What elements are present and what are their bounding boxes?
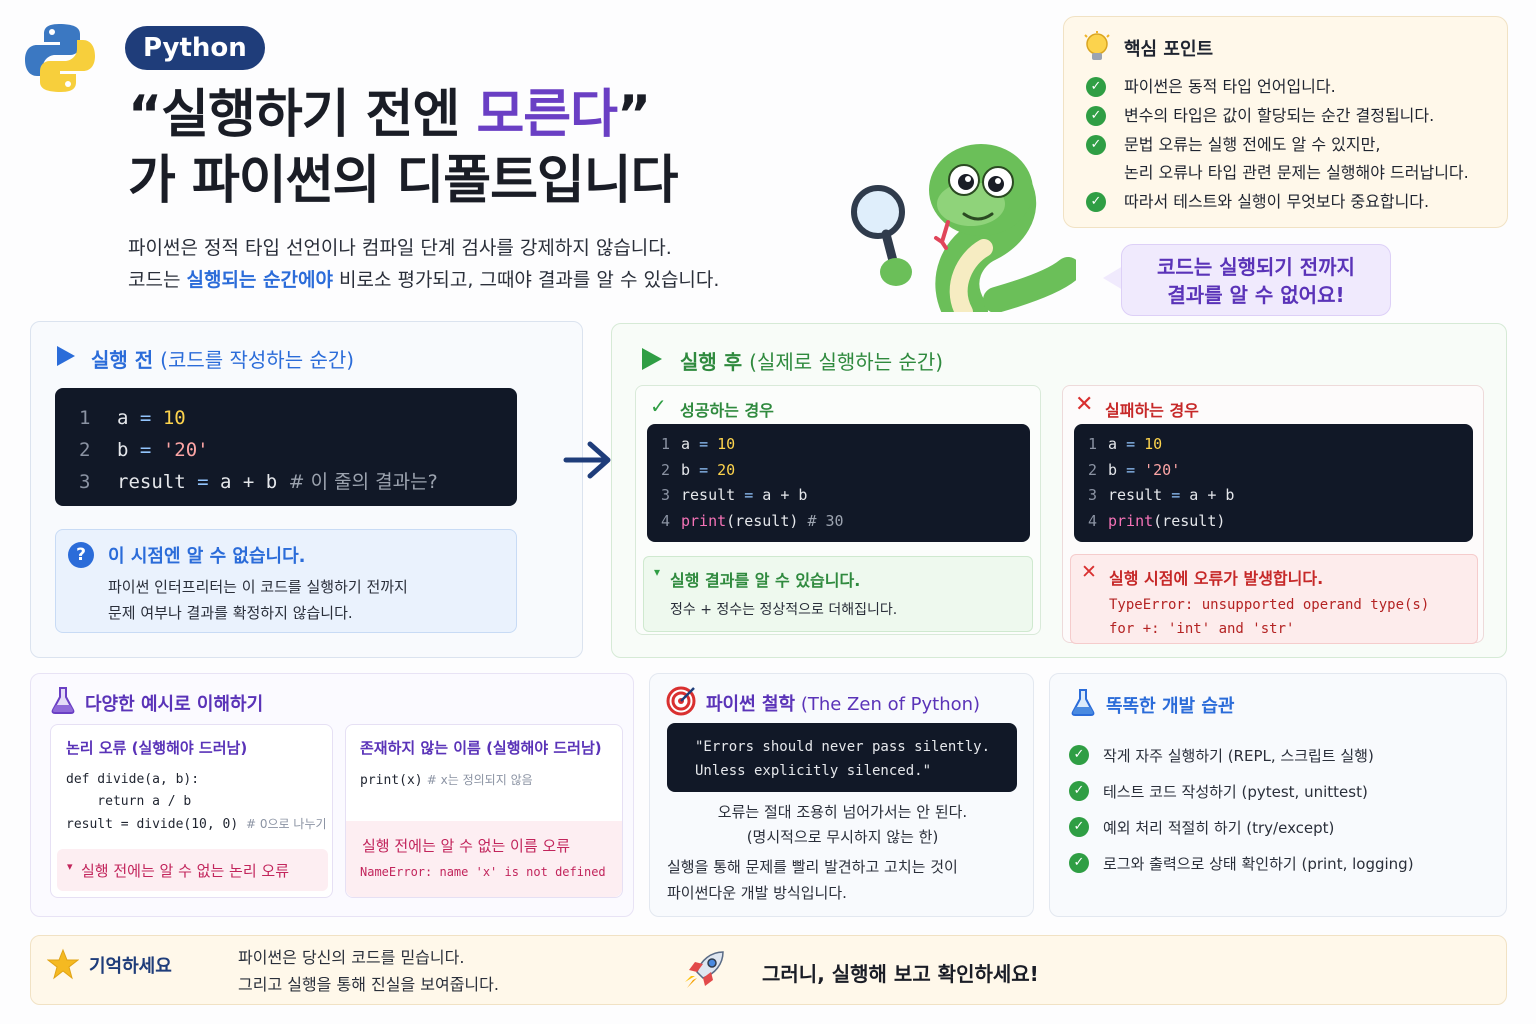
examples-panel: 다양한 예시로 이해하기 논리 오류 (실행해야 드러남) def divide… — [30, 673, 634, 917]
check-icon: ✓ — [1069, 745, 1089, 765]
name-error-title: 존재하지 않는 이름 (실행해야 드러남) — [360, 739, 602, 757]
star-icon — [47, 948, 79, 980]
footer-cta: 그러니, 실행해 보고 확인하세요! — [762, 962, 1039, 986]
play-icon — [642, 348, 662, 370]
before-info-text: 파이썬 인터프리터는 이 코드를 실행하기 전까지 문제 여부나 결과를 확정하… — [108, 578, 408, 622]
speech-bubble-tail — [1103, 266, 1123, 290]
snake-mascot-icon — [851, 144, 1076, 312]
page-title: “실행하기 전엔 모른다” 가 파이썬의 디폴트입니다 — [128, 85, 678, 211]
zen-panel: 파이썬 철학 (The Zen of Python) "Errors shoul… — [649, 673, 1034, 917]
chevron-down-icon: ▾ — [67, 860, 73, 873]
logic-error-card: 논리 오류 (실행해야 드러남) def divide(a, b): retur… — [50, 724, 333, 898]
habits-list: ✓작게 자주 실행하기 (REPL, 스크립트 실행) ✓테스트 코드 작성하기… — [1069, 737, 1414, 881]
check-icon: ✓ — [1086, 77, 1106, 97]
x-icon: ✕ — [1081, 561, 1097, 583]
success-result-text: 정수 + 정수는 정상적으로 더해집니다. — [670, 602, 898, 618]
target-icon — [666, 686, 696, 716]
key-point-item: ✓따라서 테스트와 실행이 무엇보다 중요합니다. — [1082, 188, 1489, 216]
play-icon — [57, 346, 75, 366]
check-icon: ✓ — [1069, 817, 1089, 837]
logic-error-title: 논리 오류 (실행해야 드러남) — [66, 739, 248, 757]
lightbulb-icon — [1084, 31, 1110, 60]
fail-result-title: 실행 시점에 오류가 발생합니다. — [1109, 569, 1324, 588]
zen-quote-block: "Errors should never pass silently. Unle… — [667, 723, 1017, 792]
key-point-item: ✓문법 오류는 실행 전에도 알 수 있지만,논리 오류나 타입 관련 문제는 … — [1082, 131, 1489, 187]
key-points-title: 핵심 포인트 — [1124, 39, 1214, 60]
footer-label: 기억하세요 — [89, 956, 172, 977]
fail-result-box: ✕ 실행 시점에 오류가 발생합니다. TypeError: unsupport… — [1070, 554, 1478, 644]
key-points-box: 핵심 포인트 ✓파이썬은 동적 타입 언어입니다. ✓변수의 타입은 값이 할당… — [1063, 16, 1508, 228]
flask-icon — [51, 687, 75, 714]
before-info-box: ? 이 시점엔 알 수 없습니다. 파이썬 인터프리터는 이 코드를 실행하기 … — [55, 529, 517, 633]
x-icon: ✕ — [1075, 392, 1094, 417]
name-error-foot: 실행 전에는 알 수 없는 이름 오류 NameError: name 'x' … — [346, 821, 622, 897]
success-result-title: 실행 결과를 알 수 있습니다. — [670, 571, 861, 590]
check-icon: ✓ — [1086, 192, 1106, 212]
after-title: 실행 후 (실제로 실행하는 순간) — [680, 350, 944, 374]
arrow-right-icon — [563, 441, 611, 479]
footer-bar: 기억하세요 파이썬은 당신의 코드를 믿습니다. 그리고 실행을 통해 진실을 … — [30, 935, 1507, 1005]
key-point-item: ✓변수의 타입은 값이 할당되는 순간 결정됩니다. — [1082, 102, 1489, 130]
check-icon: ✓ — [1069, 781, 1089, 801]
before-info-title: 이 시점엔 알 수 없습니다. — [108, 546, 306, 567]
zen-title: 파이썬 철학 (The Zen of Python) — [706, 694, 981, 715]
page-subtitle: 파이썬은 정적 타입 선언이나 컴파일 단계 검사를 강제하지 않습니다. 코드… — [128, 237, 720, 291]
habit-item: ✓작게 자주 실행하기 (REPL, 스크립트 실행) — [1069, 737, 1414, 773]
habits-panel: 똑똑한 개발 습관 ✓작게 자주 실행하기 (REPL, 스크립트 실행) ✓테… — [1049, 673, 1507, 917]
zen-description: 실행을 통해 문제를 빨리 발견하고 고치는 것이 파이썬다운 개발 방식입니다… — [667, 858, 958, 902]
checkmark-icon: ✓ — [650, 394, 667, 418]
success-result-box: ▾ 실행 결과를 알 수 있습니다. 정수 + 정수는 정상적으로 더해집니다. — [643, 556, 1033, 632]
python-logo-icon — [25, 24, 95, 92]
python-badge: Python — [125, 26, 265, 70]
check-icon: ✓ — [1086, 106, 1106, 126]
before-title: 실행 전 (코드를 작성하는 순간) — [91, 348, 355, 372]
fail-error-text: TypeError: unsupported operand type(s) f… — [1109, 597, 1430, 637]
name-error-card: 존재하지 않는 이름 (실행해야 드러남) print(x) # x는 정의되지… — [345, 724, 623, 898]
habits-title: 똑똑한 개발 습관 — [1106, 696, 1235, 717]
zen-translation: 오류는 절대 조용히 넘어가서는 안 된다. (명시적으로 무시하지 않는 한) — [717, 803, 968, 846]
habit-item: ✓로그와 출력으로 상태 확인하기 (print, logging) — [1069, 845, 1414, 881]
success-case-title: 성공하는 경우 — [680, 401, 774, 420]
logic-error-foot: ▾ 실행 전에는 알 수 없는 논리 오류 — [57, 849, 328, 891]
rocket-icon — [685, 951, 724, 988]
examples-title: 다양한 예시로 이해하기 — [85, 694, 264, 715]
question-icon: ? — [68, 542, 94, 568]
habit-item: ✓테스트 코드 작성하기 (pytest, unittest) — [1069, 773, 1414, 809]
habit-item: ✓예외 처리 적절히 하기 (try/except) — [1069, 809, 1414, 845]
footer-text: 파이썬은 당신의 코드를 믿습니다. 그리고 실행을 통해 진실을 보여줍니다. — [238, 948, 499, 994]
flask-icon — [1071, 689, 1095, 716]
key-point-item: ✓파이썬은 동적 타입 언어입니다. — [1082, 73, 1489, 101]
name-error-code: print(x) # x는 정의되지 않음 — [360, 773, 533, 788]
chevron-down-icon: ▾ — [654, 565, 661, 579]
check-icon: ✓ — [1086, 135, 1106, 155]
check-icon: ✓ — [1069, 853, 1089, 873]
speech-bubble: 코드는 실행되기 전까지 결과를 알 수 없어요! — [1121, 244, 1391, 316]
key-points-list: ✓파이썬은 동적 타입 언어입니다. ✓변수의 타입은 값이 할당되는 순간 결… — [1082, 73, 1489, 216]
fail-case-title: 실패하는 경우 — [1105, 401, 1199, 420]
